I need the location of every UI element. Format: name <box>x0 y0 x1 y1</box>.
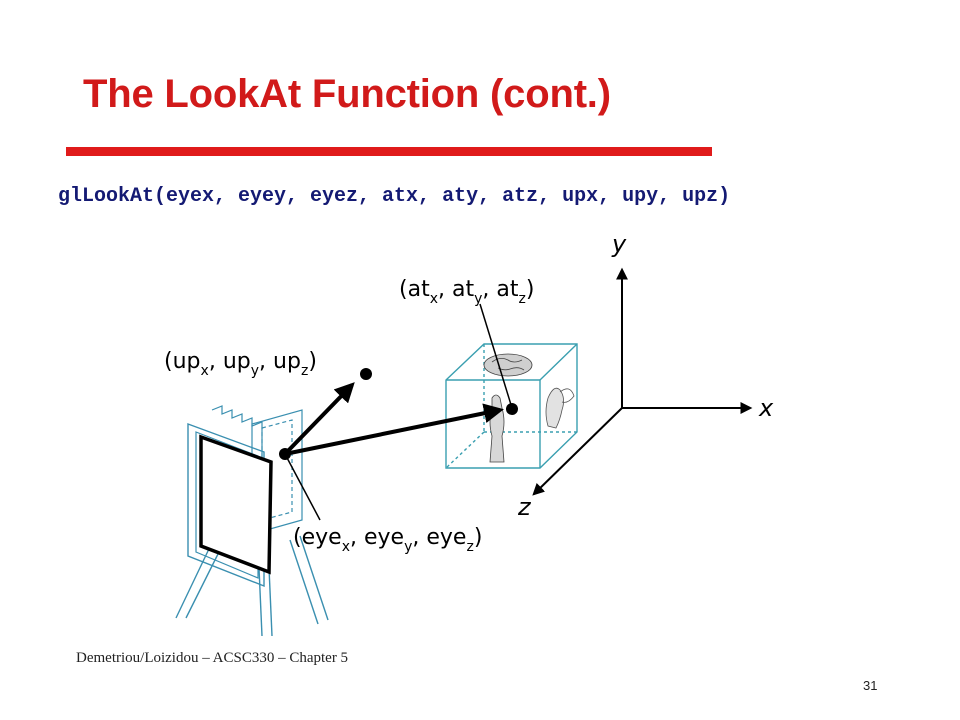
camera-lens <box>199 434 273 575</box>
up-point-label: (upx, upy, upz) <box>164 349 317 379</box>
z-axis-label: z <box>517 493 532 521</box>
title-underline <box>66 147 712 156</box>
at-point <box>506 403 518 415</box>
eye-point-label: (eyex, eyey, eyez) <box>293 525 482 555</box>
up-point <box>360 368 372 380</box>
angel-icon <box>545 387 575 429</box>
globe-icon <box>483 353 533 377</box>
vectors <box>283 303 513 521</box>
at-point-label: (atx, aty, atz) <box>399 277 534 307</box>
y-axis-label: y <box>611 230 627 258</box>
eye-to-up-vector <box>283 382 355 456</box>
eye-point <box>279 448 291 460</box>
eye-leader-line <box>284 453 321 521</box>
at-leader-line <box>479 303 513 409</box>
x-axis-label: x <box>758 394 774 422</box>
footer-text: Demetriou/Loizidou – ACSC330 – Chapter 5 <box>76 650 349 666</box>
z-axis <box>532 407 623 496</box>
statue-icon <box>489 394 505 463</box>
eye-to-at-vector <box>284 403 504 456</box>
slide-title: The LookAt Function (cont.) <box>83 72 611 116</box>
code-signature: glLookAt(eyex, eyey, eyez, atx, aty, atz… <box>58 185 731 208</box>
coordinate-axes <box>532 267 753 496</box>
page-number: 31 <box>863 678 878 693</box>
